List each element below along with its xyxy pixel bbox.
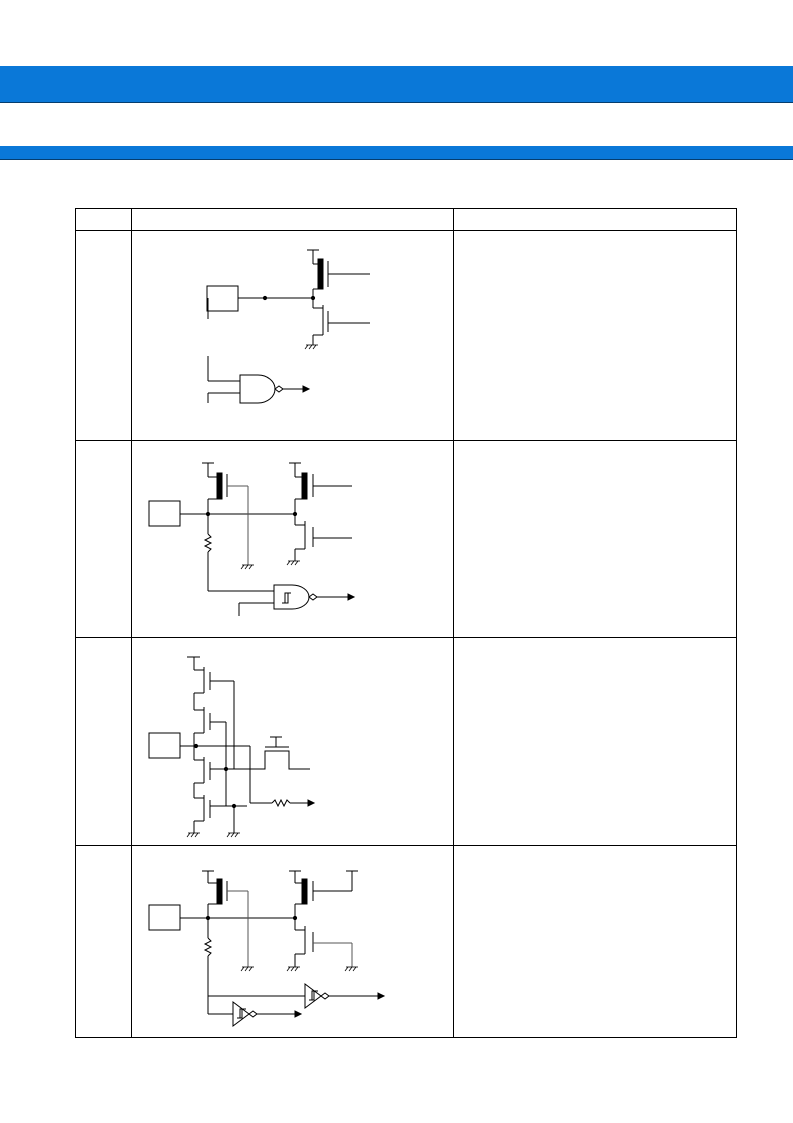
circuit-diagram-row1	[206, 249, 371, 404]
circuit-cell	[131, 440, 454, 638]
circuit-cell	[131, 637, 454, 846]
subheader-band	[0, 146, 793, 160]
transistor-stack-icon	[186, 656, 263, 838]
circuit-diagram-row4	[148, 870, 386, 1027]
column-header-remarks	[452, 208, 738, 231]
pmos-transistor-icon	[202, 462, 255, 570]
pad-icon	[148, 500, 181, 527]
nmos-transistor-icon	[286, 514, 353, 566]
switch-icon	[262, 736, 311, 770]
table-row	[74, 845, 738, 1038]
schmitt-nand-gate-icon	[238, 584, 356, 616]
pmos-transistor-icon	[289, 870, 359, 918]
column-header-type	[74, 208, 133, 231]
pmos-transistor-icon	[289, 462, 353, 514]
type-cell	[74, 230, 133, 441]
pad-icon	[148, 732, 181, 759]
nmos-transistor-icon	[304, 298, 371, 350]
table-header-row	[74, 208, 738, 231]
circuit-diagram-row3	[148, 656, 316, 838]
type-cell	[74, 845, 133, 1038]
type-cell	[74, 637, 133, 846]
nmos-transistor-icon	[286, 918, 359, 972]
schmitt-buffer-icon	[208, 1001, 303, 1027]
circuit-cell	[131, 845, 454, 1038]
pad-icon	[148, 904, 181, 931]
table-row	[74, 440, 738, 638]
circuit-cell	[131, 230, 454, 441]
remarks-cell	[452, 845, 738, 1038]
column-header-circuit	[131, 208, 454, 231]
header-band	[0, 66, 793, 103]
type-cell	[74, 440, 133, 638]
remarks-cell	[452, 440, 738, 638]
resistor-icon	[249, 746, 316, 808]
remarks-cell	[452, 637, 738, 846]
pmos-transistor-icon	[202, 870, 255, 972]
circuit-diagram-row2	[148, 462, 356, 616]
schmitt-buffer-icon	[208, 983, 386, 1009]
remarks-cell	[452, 230, 738, 441]
io-circuit-table	[74, 208, 738, 1038]
table-row	[74, 230, 738, 441]
table-row	[74, 637, 738, 846]
resistor-icon	[203, 918, 213, 1014]
pmos-transistor-icon	[307, 249, 371, 298]
nand-gate-icon	[207, 356, 311, 404]
resistor-icon	[203, 514, 275, 592]
pad-icon	[206, 285, 239, 312]
